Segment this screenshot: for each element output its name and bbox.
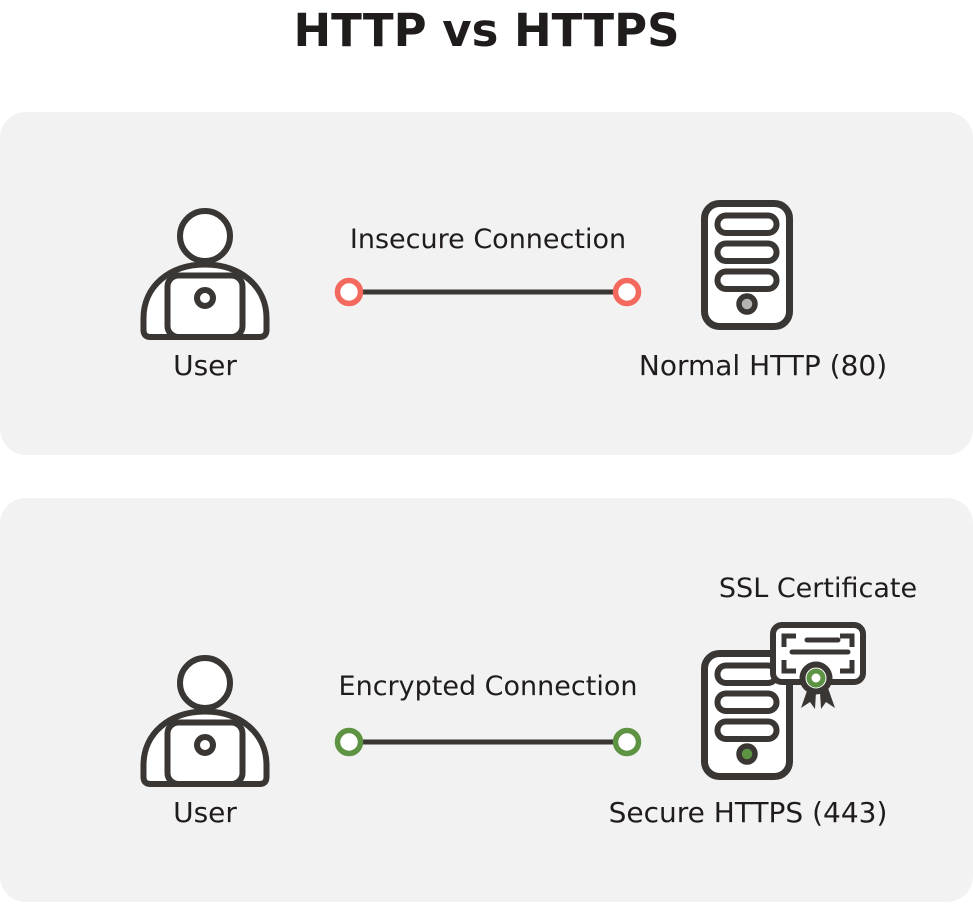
http-server-label: Normal HTTP (80) bbox=[638, 349, 888, 382]
http-user-label: User bbox=[173, 349, 237, 382]
user-laptop-icon bbox=[140, 655, 270, 787]
endpoint-icon bbox=[334, 277, 364, 307]
encrypted-connection-label: Encrypted Connection bbox=[338, 671, 638, 702]
https-server-icon bbox=[701, 650, 793, 780]
https-server-label: Secure HTTPS (443) bbox=[608, 796, 888, 829]
ssl-certificate-label: SSL Certificate bbox=[718, 573, 918, 604]
insecure-connection-label: Insecure Connection bbox=[349, 224, 627, 255]
server-led-icon bbox=[736, 743, 758, 765]
https-panel: SSL Certificate bbox=[0, 498, 973, 902]
user-laptop-icon bbox=[140, 208, 270, 340]
server-led-icon bbox=[736, 293, 758, 315]
https-user-label: User bbox=[173, 796, 237, 829]
endpoint-icon bbox=[612, 727, 642, 757]
encrypted-connection-line bbox=[332, 724, 644, 760]
endpoint-icon bbox=[612, 277, 642, 307]
endpoint-icon bbox=[334, 727, 364, 757]
http-panel: User Insecure Connection Normal HTTP (80… bbox=[0, 112, 973, 455]
ssl-certificate-icon bbox=[766, 618, 870, 712]
insecure-connection-line bbox=[332, 274, 644, 310]
http-server-icon bbox=[701, 200, 793, 330]
page-title: HTTP vs HTTPS bbox=[293, 4, 680, 57]
ribbon-icon bbox=[820, 688, 835, 709]
